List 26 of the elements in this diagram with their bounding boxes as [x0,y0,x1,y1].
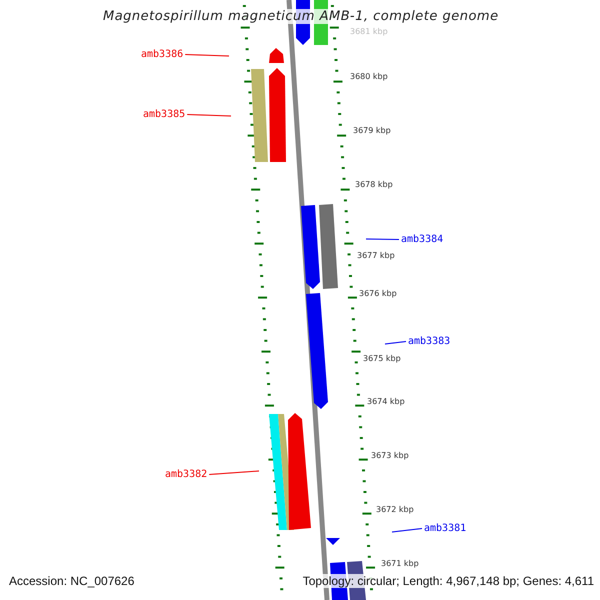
tick-label: 3677 kbp [357,251,395,260]
title: Magnetospirillum magneticum AMB-1, complete genome [103,9,499,24]
leader-line [184,54,230,56]
tick-label: 3681 kbp [350,27,388,36]
gene-label: amb3386 [141,49,184,60]
tick-label: 3680 kbp [350,72,388,81]
leader-line [186,114,232,116]
footer-text: Accession: NC_007626 [9,574,134,588]
tick-label: 3672 kbp [376,505,414,514]
leader-line [392,528,422,532]
tick-label: 3671 kbp [381,559,419,568]
tick-label: 3676 kbp [359,289,397,298]
tick-label: 3675 kbp [363,354,401,363]
tick-label: 3674 kbp [367,397,405,406]
gene-label: amb3383 [408,336,450,347]
gene-label: amb3385 [143,109,186,120]
leader-line [366,238,400,240]
tick-label: 3678 kbp [355,180,393,189]
gene-label: amb3384 [401,234,444,245]
gene-label: amb3382 [165,469,208,480]
leader-line [208,470,260,475]
leader-line [384,341,406,344]
tick-label: 3679 kbp [353,126,391,135]
tick-label: 3673 kbp [371,451,409,460]
gene-label: amb3381 [424,523,466,534]
footer-text: Topology: circular; Length: 4,967,148 bp; Genes: 4,611 [302,574,594,588]
